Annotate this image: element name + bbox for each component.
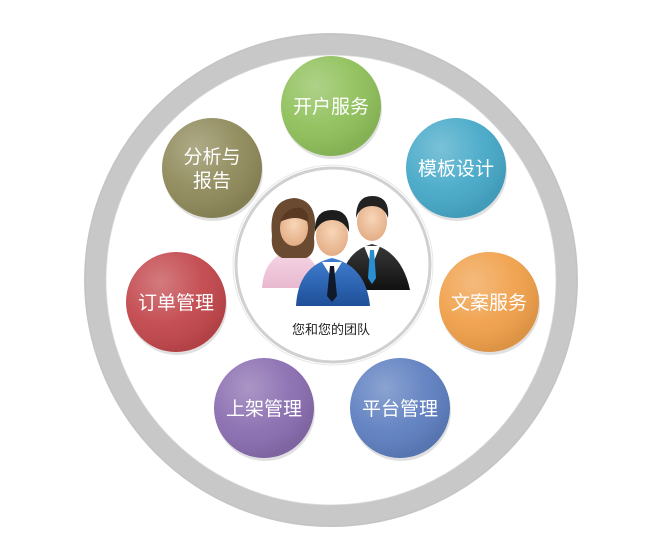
service-label-listing: 上架管理 (226, 398, 302, 420)
service-bubble-listing: 上架管理 (214, 358, 315, 461)
outer-ring (84, 33, 578, 527)
service-bubble-template: 模板设计 (406, 118, 507, 221)
service-label-analysis: 报告 (193, 170, 231, 192)
service-bubble-order: 订单管理 (126, 252, 227, 355)
service-label-order: 订单管理 (138, 292, 214, 314)
ring-title: MARKETPLACES (241, 0, 422, 36)
service-label-platform: 平台管理 (362, 398, 438, 420)
team-people-icon (262, 196, 410, 306)
service-label-copy: 文案服务 (451, 292, 527, 314)
center-label: 您和您的团队 (292, 322, 370, 338)
service-bubble-copy: 文案服务 (439, 252, 540, 355)
service-label-account: 开户服务 (293, 96, 369, 118)
service-bubble-account: 开户服务 (281, 56, 382, 159)
service-label-template: 模板设计 (418, 158, 494, 180)
service-label-analysis: 分析与 (183, 146, 240, 168)
man-front-figure-icon (296, 210, 370, 306)
service-bubble-platform: 平台管理 (350, 358, 451, 461)
ring-title-text: MARKETPLACES (241, 0, 421, 36)
